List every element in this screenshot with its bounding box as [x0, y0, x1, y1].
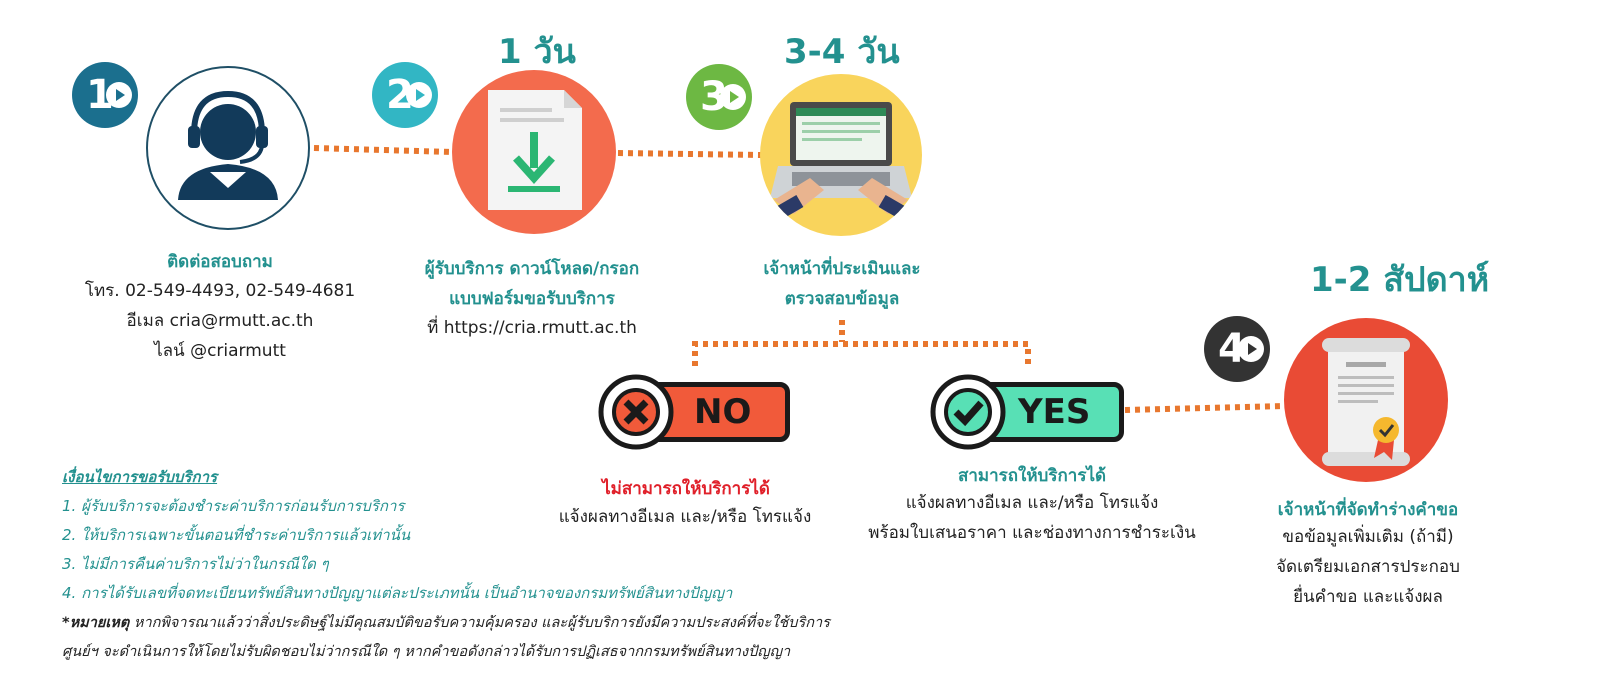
step-1-circle: [146, 66, 310, 230]
headset-agent-icon: [178, 90, 278, 200]
step-3-circle: [760, 74, 922, 236]
no-title: ไม่สามารถให้บริการได้: [602, 479, 770, 499]
cross-mark-icon: [598, 374, 674, 450]
connector-branch: [692, 341, 1031, 366]
note-line-2: ศูนย์ฯ จะดำเนินการให้โดยไม่รับผิดชอบไม่ว…: [62, 644, 791, 660]
connector-2-3: [617, 150, 763, 158]
step-4-duration: 1-2 สัปดาห์: [1310, 260, 1490, 300]
conditions-heading: เงื่อนไขการขอรับบริการ: [62, 468, 218, 486]
certificate-scroll-icon: [1322, 338, 1410, 466]
step-2-title: ผู้รับบริการ ดาวน์โหลด/กรอก แบบฟอร์มขอรั…: [424, 259, 640, 309]
yes-outcome: YES: [928, 372, 1128, 452]
step-1-phone: โทร. 02-549-4493, 02-549-4681: [84, 281, 356, 301]
step-2-website: ที่ https://cria.rmutt.ac.th: [427, 318, 637, 338]
step-2-badge: 2: [372, 62, 438, 128]
condition-item: 1. ผู้รับบริการจะต้องชำระค่าบริการก่อนรั…: [62, 497, 405, 515]
step-3-title: เจ้าหน้าที่ประเมินและ ตรวจสอบข้อมูล: [763, 259, 921, 309]
note-line-1: *หมายเหตุ หากพิจารณาแล้วว่าสิ่งประดิษฐ์ไ…: [62, 615, 830, 631]
laptop-typing-icon: [768, 102, 914, 224]
step-4-details: ขอข้อมูลเพิ่มเติม (ถ้ามี) จัดเตรียมเอกสา…: [1276, 527, 1460, 607]
step-1-badge: 1: [72, 62, 138, 128]
step-4-circle: [1284, 318, 1448, 482]
download-document-icon: [488, 90, 582, 210]
step-4-badge: 4: [1204, 316, 1270, 382]
yes-label: YES: [1018, 392, 1091, 432]
step-3-badge: 3: [686, 64, 752, 130]
yes-details: แจ้งผลทางอีเมล และ/หรือ โทรแจ้ง พร้อมใบเ…: [868, 493, 1196, 543]
condition-item: 4. การได้รับเลขที่จดทะเบียนทรัพย์สินทางป…: [62, 584, 733, 602]
connector-1-2: [313, 145, 453, 155]
note-label: *หมายเหตุ: [62, 615, 130, 631]
check-mark-icon: [930, 374, 1006, 450]
step-1-line: ไลน์ @criarmutt: [154, 341, 286, 361]
condition-item: 3. ไม่มีการคืนค่าบริการไม่ว่าในกรณีใด ๆ: [62, 555, 329, 573]
step-2-duration: 1 วัน: [498, 32, 576, 72]
no-outcome: NO: [596, 372, 796, 452]
step-2-circle: [452, 70, 616, 234]
step-4-title: เจ้าหน้าที่จัดทำร่างคำขอ: [1277, 500, 1459, 520]
step-1-email: อีเมล cria@rmutt.ac.th: [126, 311, 314, 331]
no-label: NO: [694, 392, 752, 432]
yes-title: สามารถให้บริการได้: [957, 466, 1107, 486]
condition-item: 2. ให้บริการเฉพาะขั้นตอนที่ชำระค่าบริการ…: [62, 526, 411, 544]
step-1-title: ติดต่อสอบถาม: [167, 252, 273, 272]
connector-yes-4: [1124, 403, 1286, 413]
step-1-details: โทร. 02-549-4493, 02-549-4681 อีเมล cria…: [60, 276, 380, 366]
no-details: แจ้งผลทางอีเมล และ/หรือ โทรแจ้ง: [558, 507, 812, 527]
step-3-duration: 3-4 วัน: [784, 32, 900, 72]
